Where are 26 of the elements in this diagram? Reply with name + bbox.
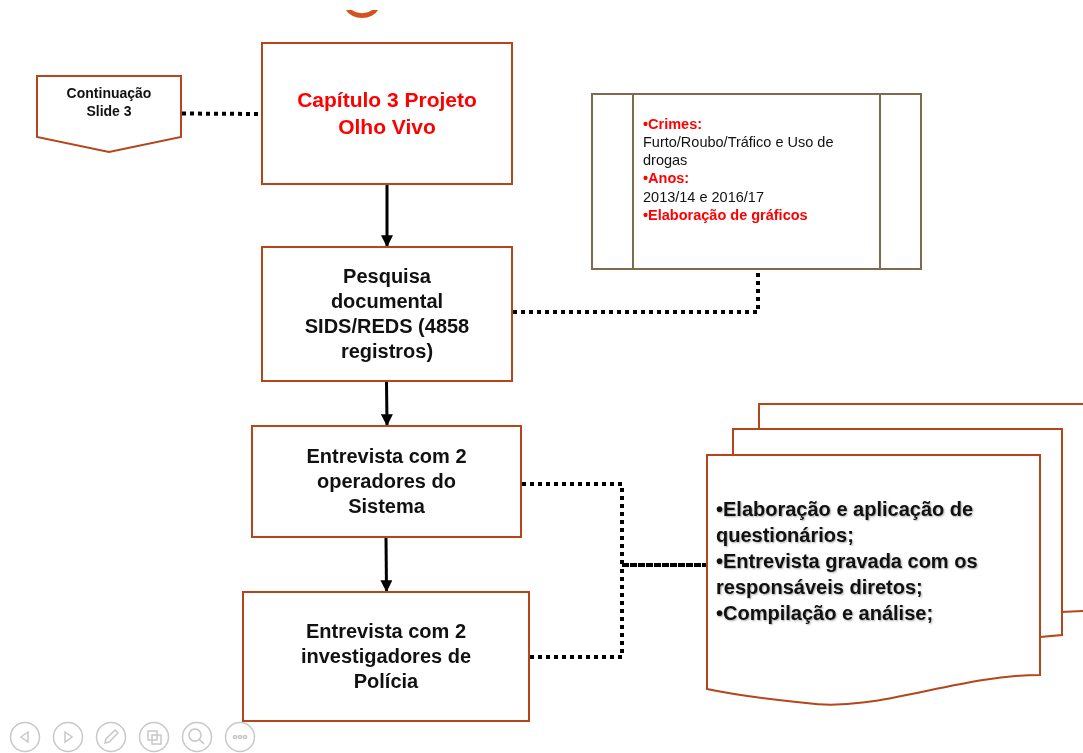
node-label: Continuação Slide 3 xyxy=(65,85,153,120)
process-box xyxy=(261,246,513,382)
dotted-connector-line xyxy=(182,111,261,116)
predefined-process-box xyxy=(591,93,922,270)
process-box xyxy=(261,42,513,185)
node-label: •Entrevista gravada com os responsáveis diretos; xyxy=(716,549,979,600)
process-box xyxy=(242,591,530,722)
heading-text: •Crimes: xyxy=(643,115,704,134)
multi-document-shape xyxy=(706,403,1083,705)
arrow xyxy=(380,382,393,427)
heading-text: •Anos: xyxy=(643,169,691,188)
heading-text: •Elaboração de gráficos xyxy=(643,205,809,224)
body-text: 2013/14 e 2016/17 xyxy=(643,187,765,206)
dotted-connector-line xyxy=(513,270,760,314)
node-label: Entrevista com 2 investigadores de Polícia xyxy=(299,619,473,694)
node-label: Pesquisa documental SIDS/REDS (4858 registros) xyxy=(303,264,471,364)
dotted-connector-line xyxy=(530,563,706,659)
arrow xyxy=(380,538,393,593)
process-box xyxy=(251,425,522,538)
node-label: Entrevista com 2 operadores do Sistema xyxy=(305,444,468,519)
arrow xyxy=(381,185,393,248)
node-label: •Elaboração e aplicação de questionários; xyxy=(716,497,975,548)
off-page-connector xyxy=(36,75,182,153)
body-text: Furto/Roubo/Tráfico e Uso de drogas xyxy=(643,133,835,170)
node-label: •Compilação e análise; xyxy=(716,601,935,626)
node-label: Capítulo 3 Projeto Olho Vivo xyxy=(296,87,478,140)
